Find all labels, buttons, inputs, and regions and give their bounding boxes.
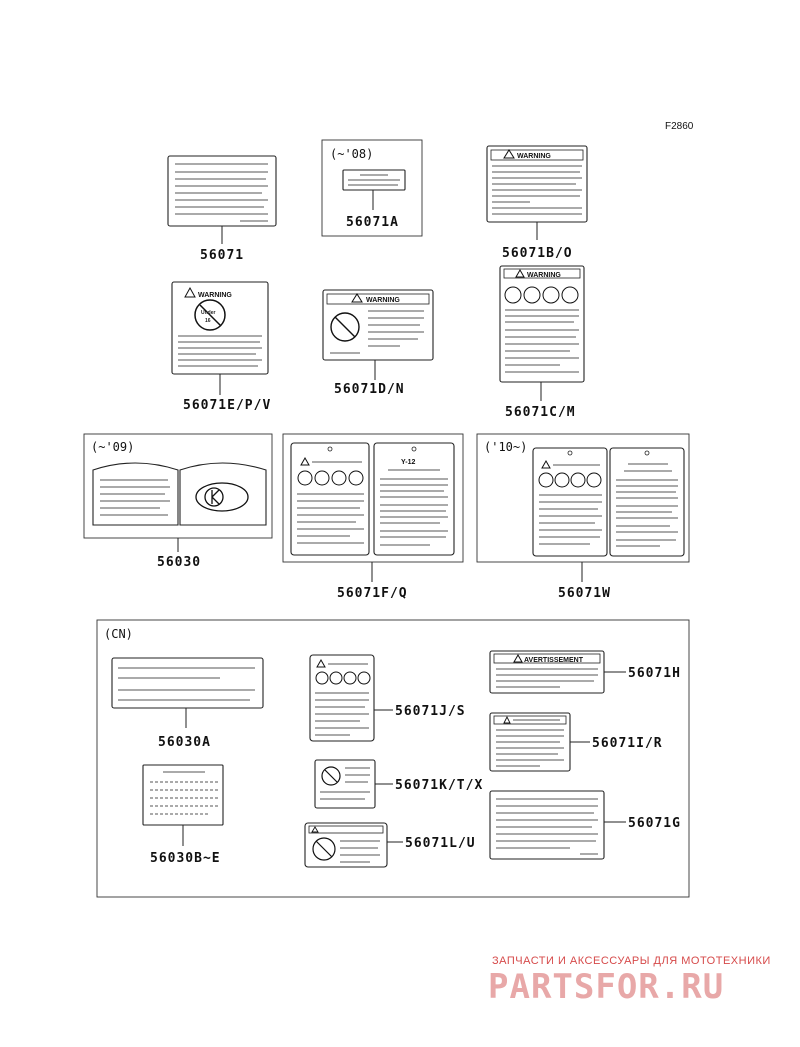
label-56071A: 56071A [346, 215, 399, 230]
prohibition-icon [321, 766, 341, 786]
decal-56071B[interactable]: WARNING [486, 145, 588, 223]
label-56071W: 56071W [558, 586, 611, 601]
sticker-advertissement-text: AVERTISSEMENT [524, 657, 584, 664]
label-56071J: 56071J/S [395, 704, 466, 719]
label-56071F: 56071F/Q [337, 586, 408, 601]
decal-56030B[interactable] [142, 764, 224, 826]
decal-56071[interactable] [167, 155, 277, 227]
sticker-y12-text: Y-12 [401, 459, 416, 466]
warning-triangle-icon [311, 826, 319, 833]
sticker-under-text: Under [201, 310, 216, 316]
decal-56071W-right[interactable] [609, 447, 685, 557]
label-56071H: 56071H [628, 666, 681, 681]
no-passenger-icon [330, 312, 360, 342]
prohibition-icon [194, 299, 226, 331]
label-56030B: 56030B~E [150, 851, 221, 866]
group-frame-56071F [282, 433, 464, 563]
decal-56071W-left[interactable] [532, 447, 608, 557]
decal-56071E[interactable]: WARNING Under 16 [171, 281, 269, 375]
warning-triangle-icon [541, 459, 551, 469]
group-frame-10 [476, 433, 690, 563]
label-56071I: 56071I/R [592, 736, 663, 751]
label-56071E: 56071E/P/V [183, 398, 271, 413]
decal-56030[interactable] [92, 462, 267, 526]
sticker-warning-text: WARNING [366, 297, 400, 304]
pictogram-row-icon [538, 472, 602, 488]
pictogram-row-icon [315, 671, 371, 685]
pictogram-row-icon [504, 286, 579, 304]
group-label-10: ('10~) [484, 440, 527, 454]
warning-triangle-icon [351, 293, 363, 303]
warning-triangle-icon [316, 658, 326, 668]
group-label-cn: (CN) [104, 627, 133, 641]
warning-triangle-icon [184, 286, 196, 298]
watermark-tagline: ЗАПЧАСТИ И АКСЕССУАРЫ ДЛЯ МОТОТЕХНИКИ [492, 955, 771, 967]
sticker-age-text: 16 [205, 318, 211, 324]
label-56071B: 56071B/O [502, 246, 573, 261]
warning-triangle-icon [503, 715, 511, 724]
label-56071D: 56071D/N [334, 382, 405, 397]
group-label-08: (~'08) [330, 147, 373, 161]
warning-triangle-icon [515, 268, 525, 278]
watermark-logo: PARTSFOR.RU [488, 967, 724, 1007]
label-56071K: 56071K/T/X [395, 778, 483, 793]
decal-56030A[interactable] [111, 657, 264, 709]
decal-56071H[interactable]: AVERTISSEMENT [489, 650, 605, 694]
sticker-warning-text: WARNING [198, 292, 232, 299]
decal-56071C[interactable]: WARNING [499, 265, 585, 383]
prohibition-icon [312, 837, 336, 861]
decal-56071A[interactable] [342, 169, 406, 191]
label-56071C: 56071C/M [505, 405, 576, 420]
label-56071L: 56071L/U [405, 836, 476, 851]
decal-56071F[interactable] [290, 442, 370, 556]
decal-56071G[interactable] [489, 790, 605, 860]
label-56030A: 56030A [158, 735, 211, 750]
label-56071: 56071 [200, 248, 244, 263]
pictogram-row-icon [297, 470, 364, 486]
sticker-warning-text: WARNING [517, 153, 551, 160]
decal-56071L[interactable] [304, 822, 388, 868]
decal-56071K[interactable] [314, 759, 376, 809]
label-56071G: 56071G [628, 816, 681, 831]
warning-triangle-icon [513, 653, 523, 663]
group-frame-cn [96, 619, 690, 898]
warning-triangle-icon [503, 149, 515, 159]
warning-triangle-icon [300, 456, 310, 466]
group-frame-08 [321, 139, 423, 237]
kawasaki-logo-icon [195, 482, 249, 512]
decal-56071J[interactable] [309, 654, 375, 742]
decal-56071I[interactable] [489, 712, 571, 772]
figure-code: F2860 [665, 121, 694, 132]
text-lines [175, 163, 268, 222]
sticker-warning-text: WARNING [527, 272, 561, 279]
decal-56071Q[interactable]: Y-12 [373, 442, 455, 556]
group-label-09: (~'09) [91, 440, 134, 454]
decal-56071D[interactable]: WARNING [322, 289, 434, 361]
label-56030: 56030 [157, 555, 201, 570]
